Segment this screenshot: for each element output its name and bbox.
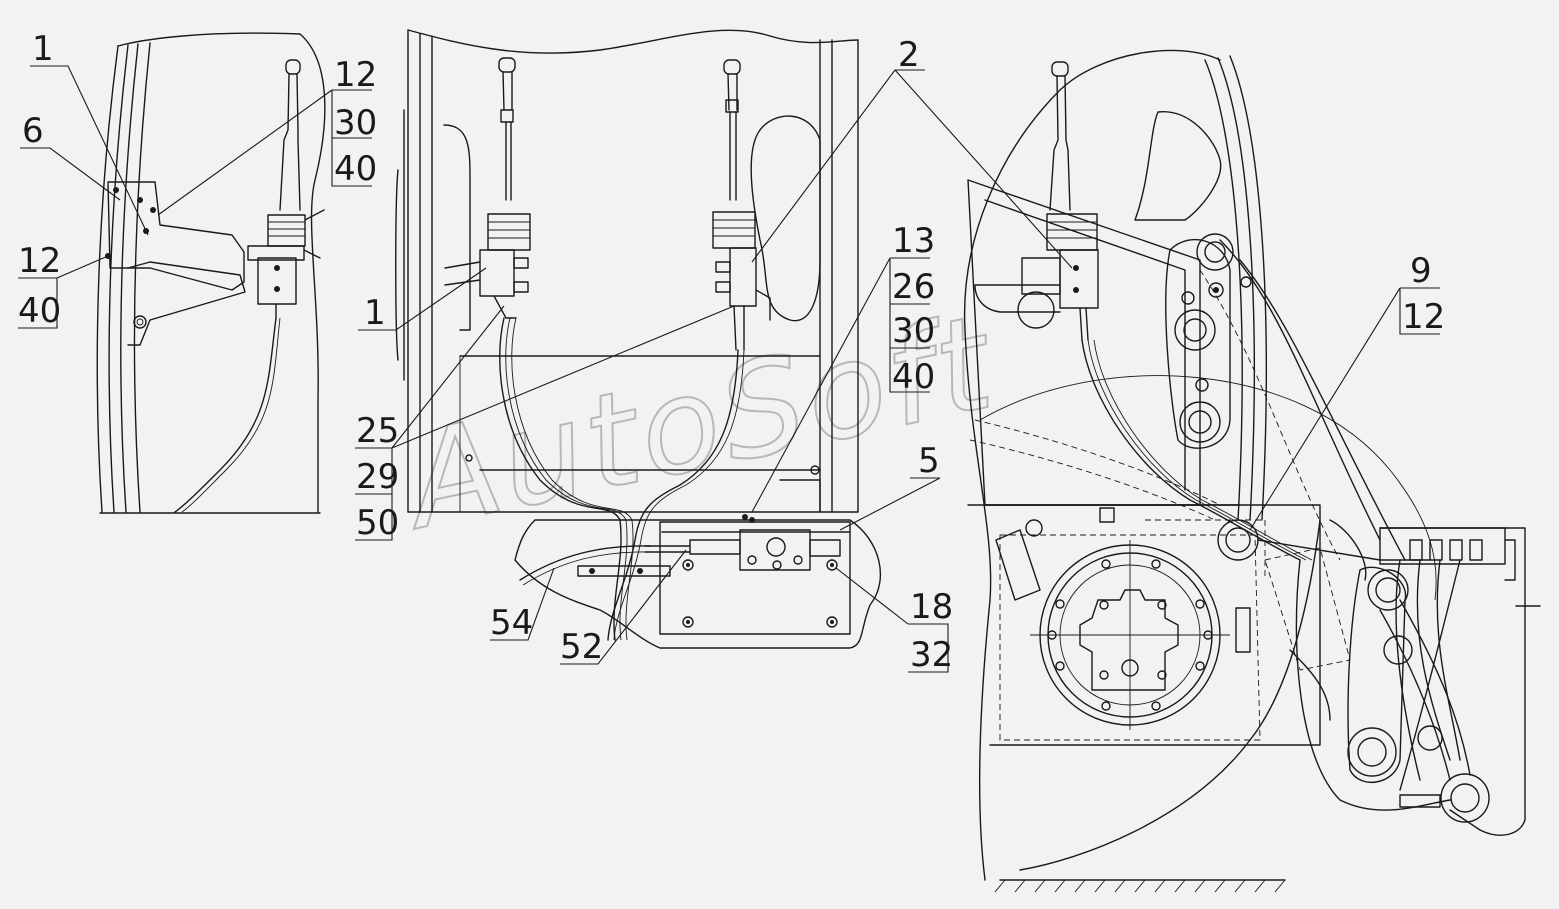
callout-6: 6 [22, 111, 44, 151]
callout-9: 9 [1410, 251, 1432, 291]
leader-lines [18, 65, 1440, 673]
callout-29: 29 [356, 457, 399, 497]
callout-13: 13 [892, 221, 935, 261]
middle-view [395, 29, 882, 649]
callout-1-left: 1 [32, 29, 54, 69]
callout-40-mid: 40 [892, 357, 935, 397]
callout-54: 54 [490, 603, 533, 643]
callout-12-left: 12 [18, 241, 61, 281]
callout-40-left: 40 [18, 291, 61, 331]
right-view [963, 49, 1541, 893]
callout-25: 25 [356, 411, 399, 451]
callout-2: 2 [898, 35, 920, 75]
callout-12-right: 12 [1402, 297, 1445, 337]
callout-5: 5 [918, 441, 940, 481]
callout-30-top: 30 [334, 103, 377, 143]
callout-18: 18 [910, 587, 953, 627]
callout-52: 52 [560, 627, 603, 667]
callout-labels: 1 6 12 40 12 30 40 2 1 25 29 50 13 26 30… [18, 29, 1445, 675]
callout-30-mid: 30 [892, 311, 935, 351]
left-view [96, 32, 326, 514]
callout-26: 26 [892, 267, 935, 307]
callout-12-top: 12 [334, 55, 377, 95]
callout-1-mid: 1 [364, 293, 386, 333]
callout-50: 50 [356, 503, 399, 543]
callout-40-top: 40 [334, 149, 377, 189]
callout-32: 32 [910, 635, 953, 675]
